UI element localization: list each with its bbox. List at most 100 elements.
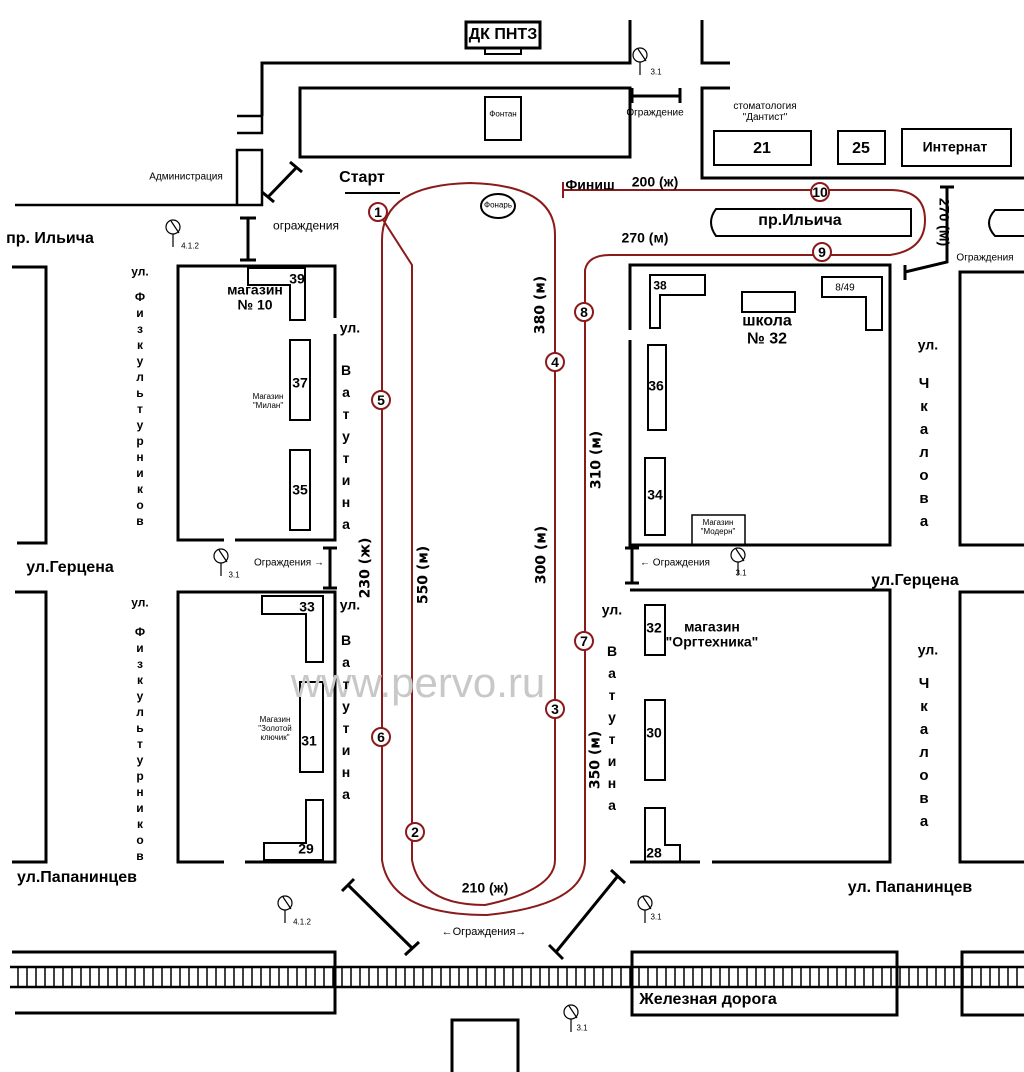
barrier-bottom-left: [340, 877, 421, 957]
barrier-gertsena-right: [625, 546, 639, 585]
road-sign-icon: [277, 895, 293, 923]
distance-200: 200 (ж): [631, 173, 679, 190]
street-fizk-bot-prefix: ул.: [131, 595, 149, 610]
road-edge-top: [260, 20, 730, 116]
distance-270M: 270 (М): [936, 197, 953, 247]
barrier-label-right: Ограждения: [956, 252, 1014, 264]
block-c: [628, 263, 892, 547]
modern-label: Магазин"Модерн": [700, 518, 736, 537]
barrier-label-top: Ограждение: [626, 107, 684, 119]
magazin10-line-2: № 10: [237, 297, 273, 313]
internat-label: Интернат: [922, 138, 988, 155]
sign-label-7: 3.1: [576, 1023, 588, 1033]
building-30-label: 30: [646, 724, 662, 741]
right-edge-block-top: [958, 270, 1024, 547]
building-33-label: 33: [299, 598, 315, 615]
sign-label-3: 3.1: [228, 570, 240, 580]
school-line-2: № 32: [746, 330, 788, 347]
street-vatutina-bottom: Ватутина: [338, 632, 354, 808]
road-edge-right: [700, 86, 1024, 180]
race-route: [377, 181, 927, 917]
street-fizkulturnikov-bottom: Физкультурников: [133, 625, 147, 865]
right-island: [988, 209, 1024, 237]
railway-label: Железная дорога: [639, 991, 777, 1009]
road-sign-icon: [213, 548, 229, 576]
pr-ilicha-left-label: пр. Ильича: [6, 230, 94, 248]
building-32: [644, 604, 666, 656]
block-a: [176, 264, 337, 542]
building-25-label: 25: [852, 140, 870, 158]
modern-line-2: "Модерн": [700, 527, 736, 536]
fontan-building: [484, 96, 522, 141]
road-sign-icon: [165, 219, 181, 247]
building-25: [837, 130, 886, 165]
building-36-label: 36: [648, 377, 664, 394]
gertsena-left-label: ул.Герцена: [26, 559, 114, 577]
barrier-right: [903, 185, 954, 280]
barrier-label-bottom: ←Ограждения→: [441, 925, 527, 938]
street-vat-right-prefix: ул.: [601, 601, 623, 618]
papanintsev-right-label: ул. Папанинцев: [847, 879, 973, 897]
building-33: [261, 595, 324, 663]
barrier-ilicha-left: [240, 216, 256, 262]
milan-label: Магазин"Милан": [253, 392, 284, 411]
building-30: [644, 699, 666, 781]
checkpoint-3: 3: [545, 699, 565, 719]
building-34: [644, 457, 666, 536]
zolotoy-line-1: Магазин: [259, 714, 291, 724]
block-b: [176, 590, 337, 864]
fontan-label: Фонтан: [489, 109, 517, 119]
barrier-admin: [261, 160, 303, 204]
building-37-label: 37: [292, 374, 308, 391]
distance-550: 550 (м): [415, 545, 432, 605]
orgtekhnika-line-2: "Оргтехника": [665, 634, 759, 650]
building-28-label: 28: [646, 844, 662, 861]
internat-building: [901, 128, 1012, 167]
dk-building: [464, 20, 542, 55]
checkpoint-9: 9: [812, 242, 832, 262]
fonar-lamp: [480, 193, 516, 219]
finish-label: Финиш: [565, 176, 615, 193]
street-vat-bot-prefix: ул.: [339, 596, 361, 613]
street-chkalova-top: Чкалова: [915, 375, 933, 536]
building-38: [649, 274, 706, 329]
building-34-label: 34: [647, 486, 663, 503]
dentist-label: стоматология"Дантист": [733, 101, 796, 123]
checkpoint-4: 4: [545, 352, 565, 372]
modern-line-1: Магазин: [702, 518, 734, 528]
sign-label-1: 3.1: [650, 67, 662, 77]
road-sign-icon: [730, 547, 746, 575]
street-fizkulturnikov-top: Физкультурников: [133, 290, 147, 530]
distance-300: 300 (м): [533, 525, 550, 585]
zolotoy-line-2: "Золотой: [258, 723, 292, 733]
gertsena-right-label: ул.Герцена: [871, 572, 959, 590]
street-vatutina-top: Ватутина: [338, 362, 354, 538]
orgtekhnika-label: магазин"Оргтехника": [665, 618, 759, 651]
road-sign-icon: [563, 1004, 579, 1032]
barrier-top: [630, 88, 682, 103]
barrier-label-top-left: ограждения: [273, 218, 339, 233]
checkpoint-5: 5: [371, 390, 391, 410]
zolotoy-line-3: ключик": [260, 732, 290, 742]
modern-building: [691, 514, 746, 546]
start-label: Старт: [339, 169, 385, 187]
building-32-label: 32: [646, 619, 662, 636]
dentist-line-2: "Дантист": [742, 112, 788, 123]
barrier-label-gertsena-left: Ограждения →: [254, 557, 324, 569]
distance-310: 310 (м): [588, 430, 605, 490]
building-849-label: 8/49: [835, 282, 855, 294]
checkpoint-2: 2: [405, 822, 425, 842]
barrier-gertsena-left: [323, 546, 337, 590]
left-edge-block-top: [12, 265, 48, 545]
road-sign-icon: [637, 895, 653, 923]
building-28: [644, 807, 681, 863]
building-36: [647, 344, 667, 431]
building-21-label: 21: [753, 140, 771, 158]
building-31-label: 31: [301, 732, 317, 749]
orgtekhnika-line-1: магазин: [684, 618, 740, 635]
school-line-1: школа: [742, 312, 792, 330]
